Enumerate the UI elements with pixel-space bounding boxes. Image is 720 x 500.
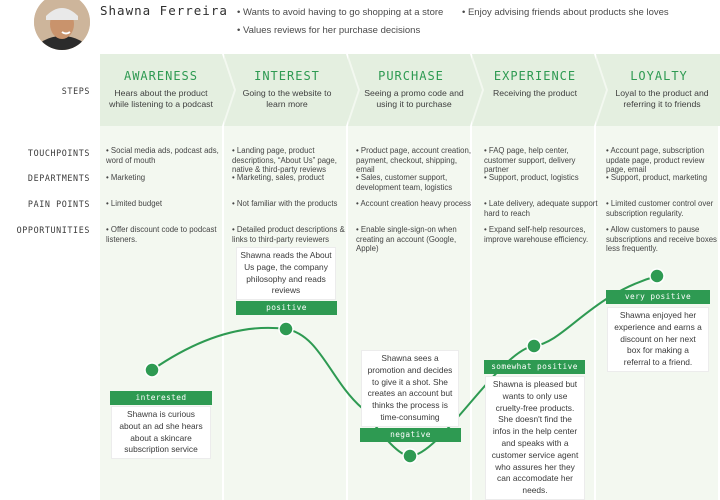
- emotion-point-somewhat-positive: [527, 339, 541, 353]
- emotion-card-somewhat-positive: Shawna is pleased but wants to only use …: [486, 377, 584, 499]
- emotion-card-very-positive: Shawna enjoyed her experience and earns …: [608, 308, 708, 371]
- emotion-tag-negative: negative: [360, 428, 461, 442]
- emotion-tag-interested: interested: [110, 391, 212, 405]
- emotion-card-positive: Shawna reads the About Us page, the comp…: [237, 248, 335, 299]
- emotion-point-very-positive: [650, 269, 664, 283]
- emotion-tag-very-positive: very positive: [606, 290, 710, 304]
- emotion-tag-positive: positive: [236, 301, 337, 315]
- emotion-card-interested: Shawna is curious about an ad she hears …: [112, 407, 210, 458]
- emotion-point-positive: [279, 322, 293, 336]
- emotion-tag-somewhat-positive: somewhat positive: [484, 360, 585, 374]
- emotion-point-interested: [145, 363, 159, 377]
- emotion-point-negative: [403, 449, 417, 463]
- emotion-card-negative: Shawna sees a promotion and decides to g…: [362, 351, 458, 426]
